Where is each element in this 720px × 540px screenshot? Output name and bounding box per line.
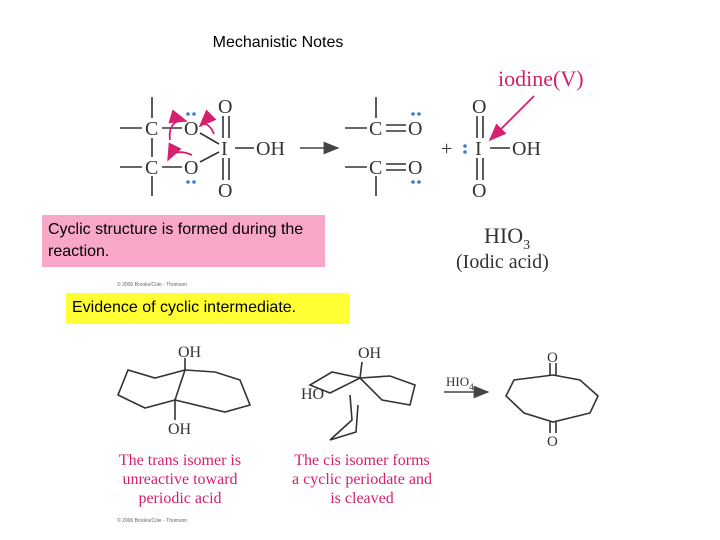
atom-o-top: O bbox=[184, 118, 198, 140]
cis-caption-line-3: is cleaved bbox=[330, 490, 394, 507]
cis-decalindiol bbox=[308, 361, 416, 441]
electron-flow-arrow bbox=[167, 142, 193, 162]
trans-oh-top: OH bbox=[178, 344, 202, 361]
iodine-v-label: iodine(V) bbox=[498, 66, 584, 91]
iodic-acid-name: (Iodic acid) bbox=[456, 251, 549, 273]
product-atom-c-bottom: C bbox=[369, 157, 382, 179]
product-atom-o-bottom: O bbox=[408, 157, 422, 179]
electron-flow-arrow bbox=[198, 109, 217, 135]
iodic-acid-structure bbox=[476, 116, 510, 180]
iodic-o-bottom: O bbox=[472, 180, 486, 202]
copyright-notice: © 2006 Brooks/Cole - Thomson bbox=[117, 281, 187, 288]
trans-oh-bottom: OH bbox=[168, 421, 192, 438]
evidence-note: Evidence of cyclic intermediate. bbox=[66, 293, 349, 324]
cis-ho-left: HO bbox=[301, 386, 324, 403]
product-atom-c-top: C bbox=[369, 118, 382, 140]
atom-c-bottom: C bbox=[145, 157, 158, 179]
product-atom-o-top: O bbox=[408, 118, 422, 140]
trans-caption-line-2: unreactive toward bbox=[122, 471, 237, 488]
cis-caption-line-1: The cis isomer forms bbox=[294, 452, 430, 469]
cis-caption-line-2: a cyclic periodate and bbox=[292, 471, 432, 488]
iodic-oh: OH bbox=[512, 138, 541, 160]
iodic-o-top: O bbox=[472, 96, 486, 118]
copyright-notice-2: © 2006 Brooks/Cole - Thomson bbox=[117, 517, 187, 524]
trans-caption-line-1: The trans isomer is bbox=[119, 452, 241, 469]
cyclodecanedione bbox=[505, 363, 599, 433]
atom-o-iodine-top: O bbox=[218, 96, 232, 118]
atom-iodine: I bbox=[221, 138, 228, 160]
cyclic-periodate-ester bbox=[120, 97, 254, 196]
atom-oh: OH bbox=[256, 138, 285, 160]
periodic-acid-reagent: HIO4 bbox=[446, 374, 474, 392]
electron-flow-arrow bbox=[168, 109, 188, 141]
atom-o-bottom: O bbox=[184, 157, 198, 179]
iodine-pointer-arrow bbox=[488, 95, 535, 142]
page-title: Mechanistic Notes bbox=[212, 34, 344, 51]
trans-caption-line-3: periodic acid bbox=[138, 490, 221, 507]
cyclic-structure-note: Cyclic structure is formed during the re… bbox=[42, 215, 325, 267]
plus-sign: + bbox=[441, 138, 452, 160]
atom-c-top: C bbox=[145, 118, 158, 140]
cis-oh-top: OH bbox=[358, 345, 382, 362]
iodic-iodine: I bbox=[475, 138, 482, 160]
atom-o-iodine-bottom: O bbox=[218, 180, 232, 202]
dione-o-bottom: O bbox=[547, 434, 558, 450]
iodic-acid-formula: HIO3 bbox=[484, 223, 530, 253]
dicarbonyl-product bbox=[345, 97, 406, 196]
dione-o-top: O bbox=[547, 350, 558, 366]
trans-decalindiol bbox=[116, 358, 252, 420]
